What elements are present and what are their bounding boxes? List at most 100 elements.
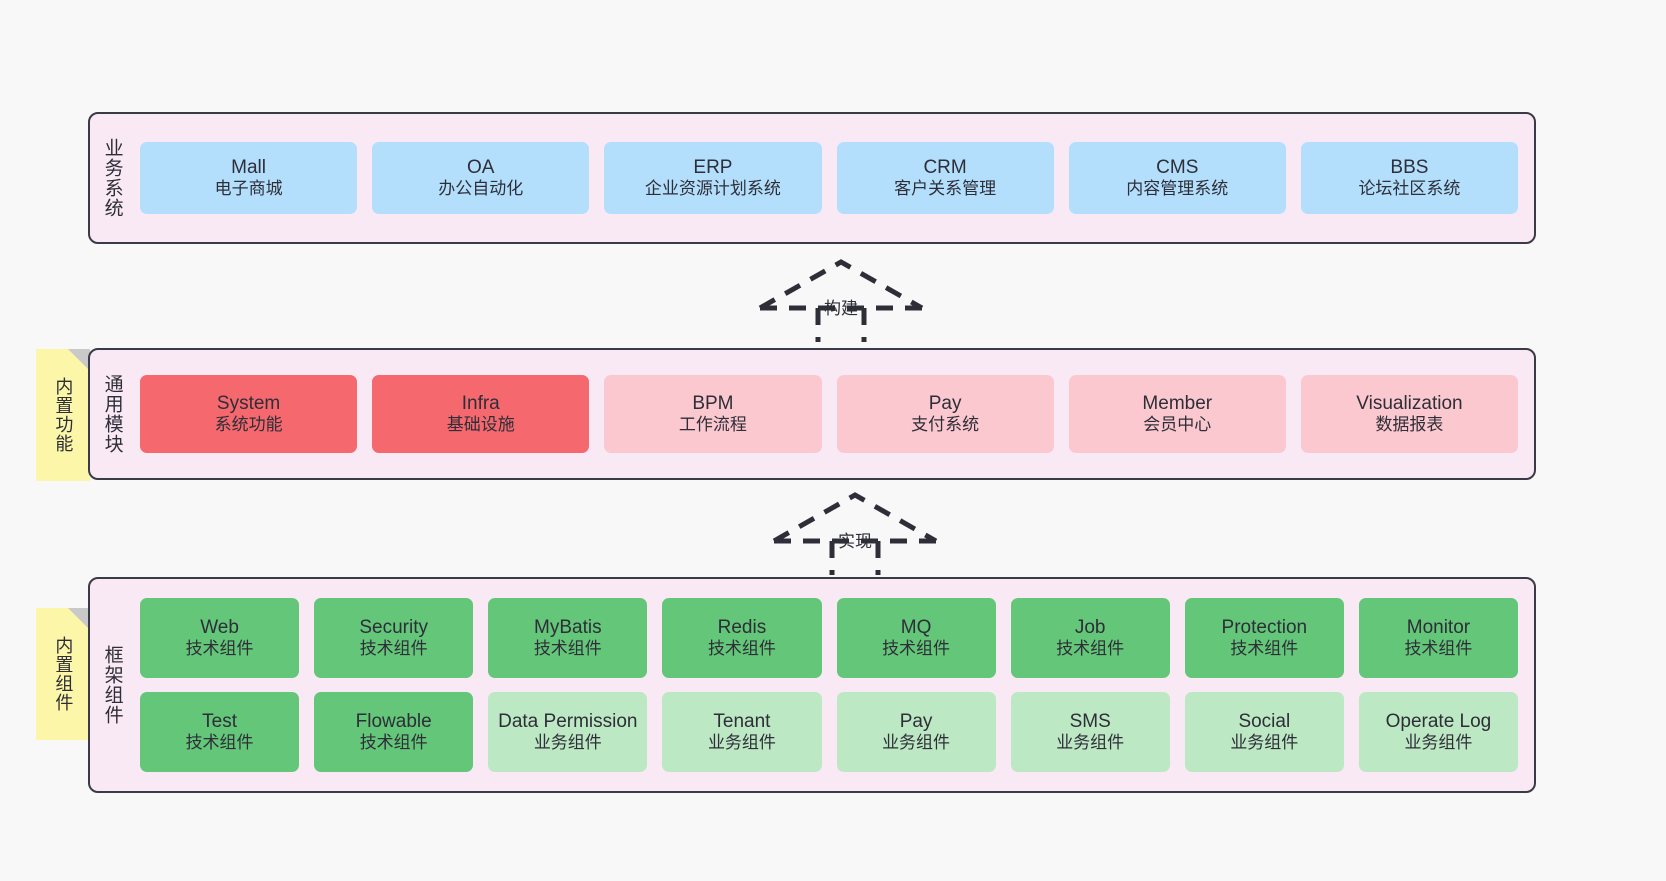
node-title-cn: 技术组件 xyxy=(1230,639,1299,659)
node-title-en: Security xyxy=(359,617,428,639)
node-bpm[interactable]: BPM 工作流程 xyxy=(604,375,822,453)
node-title-en: Infra xyxy=(461,393,500,415)
node-title-en: Web xyxy=(200,617,239,639)
node-title-en: Flowable xyxy=(355,711,432,733)
node-title-en: Social xyxy=(1238,711,1291,733)
node-title-cn: 数据报表 xyxy=(1375,415,1444,435)
node-title-cn: 技术组件 xyxy=(359,733,428,753)
node-pay-module[interactable]: Pay 支付系统 xyxy=(836,375,1054,453)
node-title-en: SMS xyxy=(1069,711,1111,733)
node-pay-component[interactable]: Pay 业务组件 xyxy=(836,692,996,772)
node-title-cn: 支付系统 xyxy=(911,415,980,435)
node-title-en: Redis xyxy=(717,617,767,639)
node-system[interactable]: System 系统功能 xyxy=(140,375,358,453)
note-label: 内置组件 xyxy=(53,636,74,712)
node-row: Test 技术组件 Flowable 技术组件 Data Permission … xyxy=(140,692,1518,772)
node-title-cn: 基础设施 xyxy=(446,415,515,435)
node-title-cn: 业务组件 xyxy=(882,733,951,753)
arrow-implement: 实现 xyxy=(770,491,940,575)
node-row: Web 技术组件 Security 技术组件 MyBatis 技术组件 Redi… xyxy=(140,598,1518,678)
node-title-en: Visualization xyxy=(1356,393,1463,415)
note-fold-icon xyxy=(68,608,90,630)
node-title-cn: 技术组件 xyxy=(707,639,776,659)
node-social[interactable]: Social 业务组件 xyxy=(1184,692,1344,772)
node-title-cn: 业务组件 xyxy=(533,733,602,753)
node-crm[interactable]: CRM 客户关系管理 xyxy=(836,142,1054,214)
node-title-cn: 业务组件 xyxy=(1230,733,1299,753)
node-title-cn: 工作流程 xyxy=(678,415,747,435)
node-web[interactable]: Web 技术组件 xyxy=(140,598,300,678)
layer-title-framework-components: 框架组件 xyxy=(101,645,123,725)
node-job[interactable]: Job 技术组件 xyxy=(1010,598,1170,678)
node-title-cn: 电子商城 xyxy=(214,179,283,199)
node-title-cn: 业务组件 xyxy=(1404,733,1473,753)
node-title-cn: 企业资源计划系统 xyxy=(644,179,781,199)
node-sms[interactable]: SMS 业务组件 xyxy=(1010,692,1170,772)
node-title-en: MQ xyxy=(900,617,932,639)
node-test[interactable]: Test 技术组件 xyxy=(140,692,300,772)
node-title-cn: 业务组件 xyxy=(1056,733,1125,753)
node-erp[interactable]: ERP 企业资源计划系统 xyxy=(604,142,822,214)
node-row: Mall 电子商城 OA 办公自动化 ERP 企业资源计划系统 CRM 客户关系… xyxy=(140,142,1519,214)
node-title-en: ERP xyxy=(693,157,733,179)
node-title-en: Pay xyxy=(928,393,962,415)
arrow-implement-glyph xyxy=(772,492,938,575)
node-title-en: Test xyxy=(202,711,237,733)
layer-framework-components: 框架组件 Web 技术组件 Security 技术组件 MyBatis 技术组件… xyxy=(88,577,1536,793)
arrow-build-label: 构建 xyxy=(824,299,858,318)
node-visualization[interactable]: Visualization 数据报表 xyxy=(1300,375,1519,453)
node-oa[interactable]: OA 办公自动化 xyxy=(372,142,590,214)
node-title-cn: 客户关系管理 xyxy=(894,179,997,199)
node-title-en: CRM xyxy=(923,157,967,179)
node-title-cn: 技术组件 xyxy=(185,733,254,753)
node-row: System 系统功能 Infra 基础设施 BPM 工作流程 Pay 支付系统… xyxy=(140,375,1519,453)
layer-body-framework-components: Web 技术组件 Security 技术组件 MyBatis 技术组件 Redi… xyxy=(134,579,1534,791)
node-title-cn: 技术组件 xyxy=(533,639,602,659)
node-mybatis[interactable]: MyBatis 技术组件 xyxy=(488,598,648,678)
node-title-en: System xyxy=(216,393,281,415)
node-infra[interactable]: Infra 基础设施 xyxy=(372,375,590,453)
node-title-cn: 技术组件 xyxy=(882,639,951,659)
node-cms[interactable]: CMS 内容管理系统 xyxy=(1068,142,1286,214)
note-builtin-components: 内置组件 xyxy=(36,608,90,740)
layer-body-business-systems: Mall 电子商城 OA 办公自动化 ERP 企业资源计划系统 CRM 客户关系… xyxy=(134,114,1534,242)
node-title-en: BPM xyxy=(692,393,734,415)
layer-title-business-systems: 业务系统 xyxy=(101,138,123,218)
node-title-cn: 技术组件 xyxy=(185,639,254,659)
arrow-implement-label: 实现 xyxy=(838,532,872,551)
node-protection[interactable]: Protection 技术组件 xyxy=(1184,598,1344,678)
node-data-permission[interactable]: Data Permission 业务组件 xyxy=(488,692,648,772)
node-monitor[interactable]: Monitor 技术组件 xyxy=(1358,598,1518,678)
node-member[interactable]: Member 会员中心 xyxy=(1068,375,1286,453)
node-title-cn: 论坛社区系统 xyxy=(1358,179,1461,199)
node-title-en: OA xyxy=(467,157,495,179)
node-operate-log[interactable]: Operate Log 业务组件 xyxy=(1358,692,1518,772)
arrow-build: 构建 xyxy=(756,258,926,342)
node-title-cn: 系统功能 xyxy=(214,415,283,435)
note-label: 内置功能 xyxy=(53,377,74,453)
node-title-en: Protection xyxy=(1221,617,1308,639)
layer-business-systems: 业务系统 Mall 电子商城 OA 办公自动化 ERP 企业资源计划系统 CRM… xyxy=(88,112,1536,244)
node-security[interactable]: Security 技术组件 xyxy=(314,598,474,678)
node-title-en: Data Permission xyxy=(498,711,638,733)
node-title-cn: 技术组件 xyxy=(1404,639,1473,659)
node-title-en: BBS xyxy=(1390,157,1429,179)
node-title-en: Pay xyxy=(899,711,933,733)
node-title-en: MyBatis xyxy=(534,617,602,639)
node-title-en: Tenant xyxy=(713,711,771,733)
node-mq[interactable]: MQ 技术组件 xyxy=(836,598,996,678)
node-title-cn: 技术组件 xyxy=(1056,639,1125,659)
layer-title-common-modules: 通用模块 xyxy=(101,374,123,454)
node-title-en: Operate Log xyxy=(1385,711,1492,733)
node-title-en: Mall xyxy=(231,157,266,179)
node-bbs[interactable]: BBS 论坛社区系统 xyxy=(1300,142,1519,214)
note-fold-icon xyxy=(68,349,90,371)
node-flowable[interactable]: Flowable 技术组件 xyxy=(314,692,474,772)
node-title-en: Monitor xyxy=(1406,617,1471,639)
layer-common-modules: 通用模块 System 系统功能 Infra 基础设施 BPM 工作流程 Pay… xyxy=(88,348,1536,480)
node-tenant[interactable]: Tenant 业务组件 xyxy=(662,692,822,772)
node-redis[interactable]: Redis 技术组件 xyxy=(662,598,822,678)
node-title-cn: 内容管理系统 xyxy=(1126,179,1229,199)
node-mall[interactable]: Mall 电子商城 xyxy=(140,142,358,214)
